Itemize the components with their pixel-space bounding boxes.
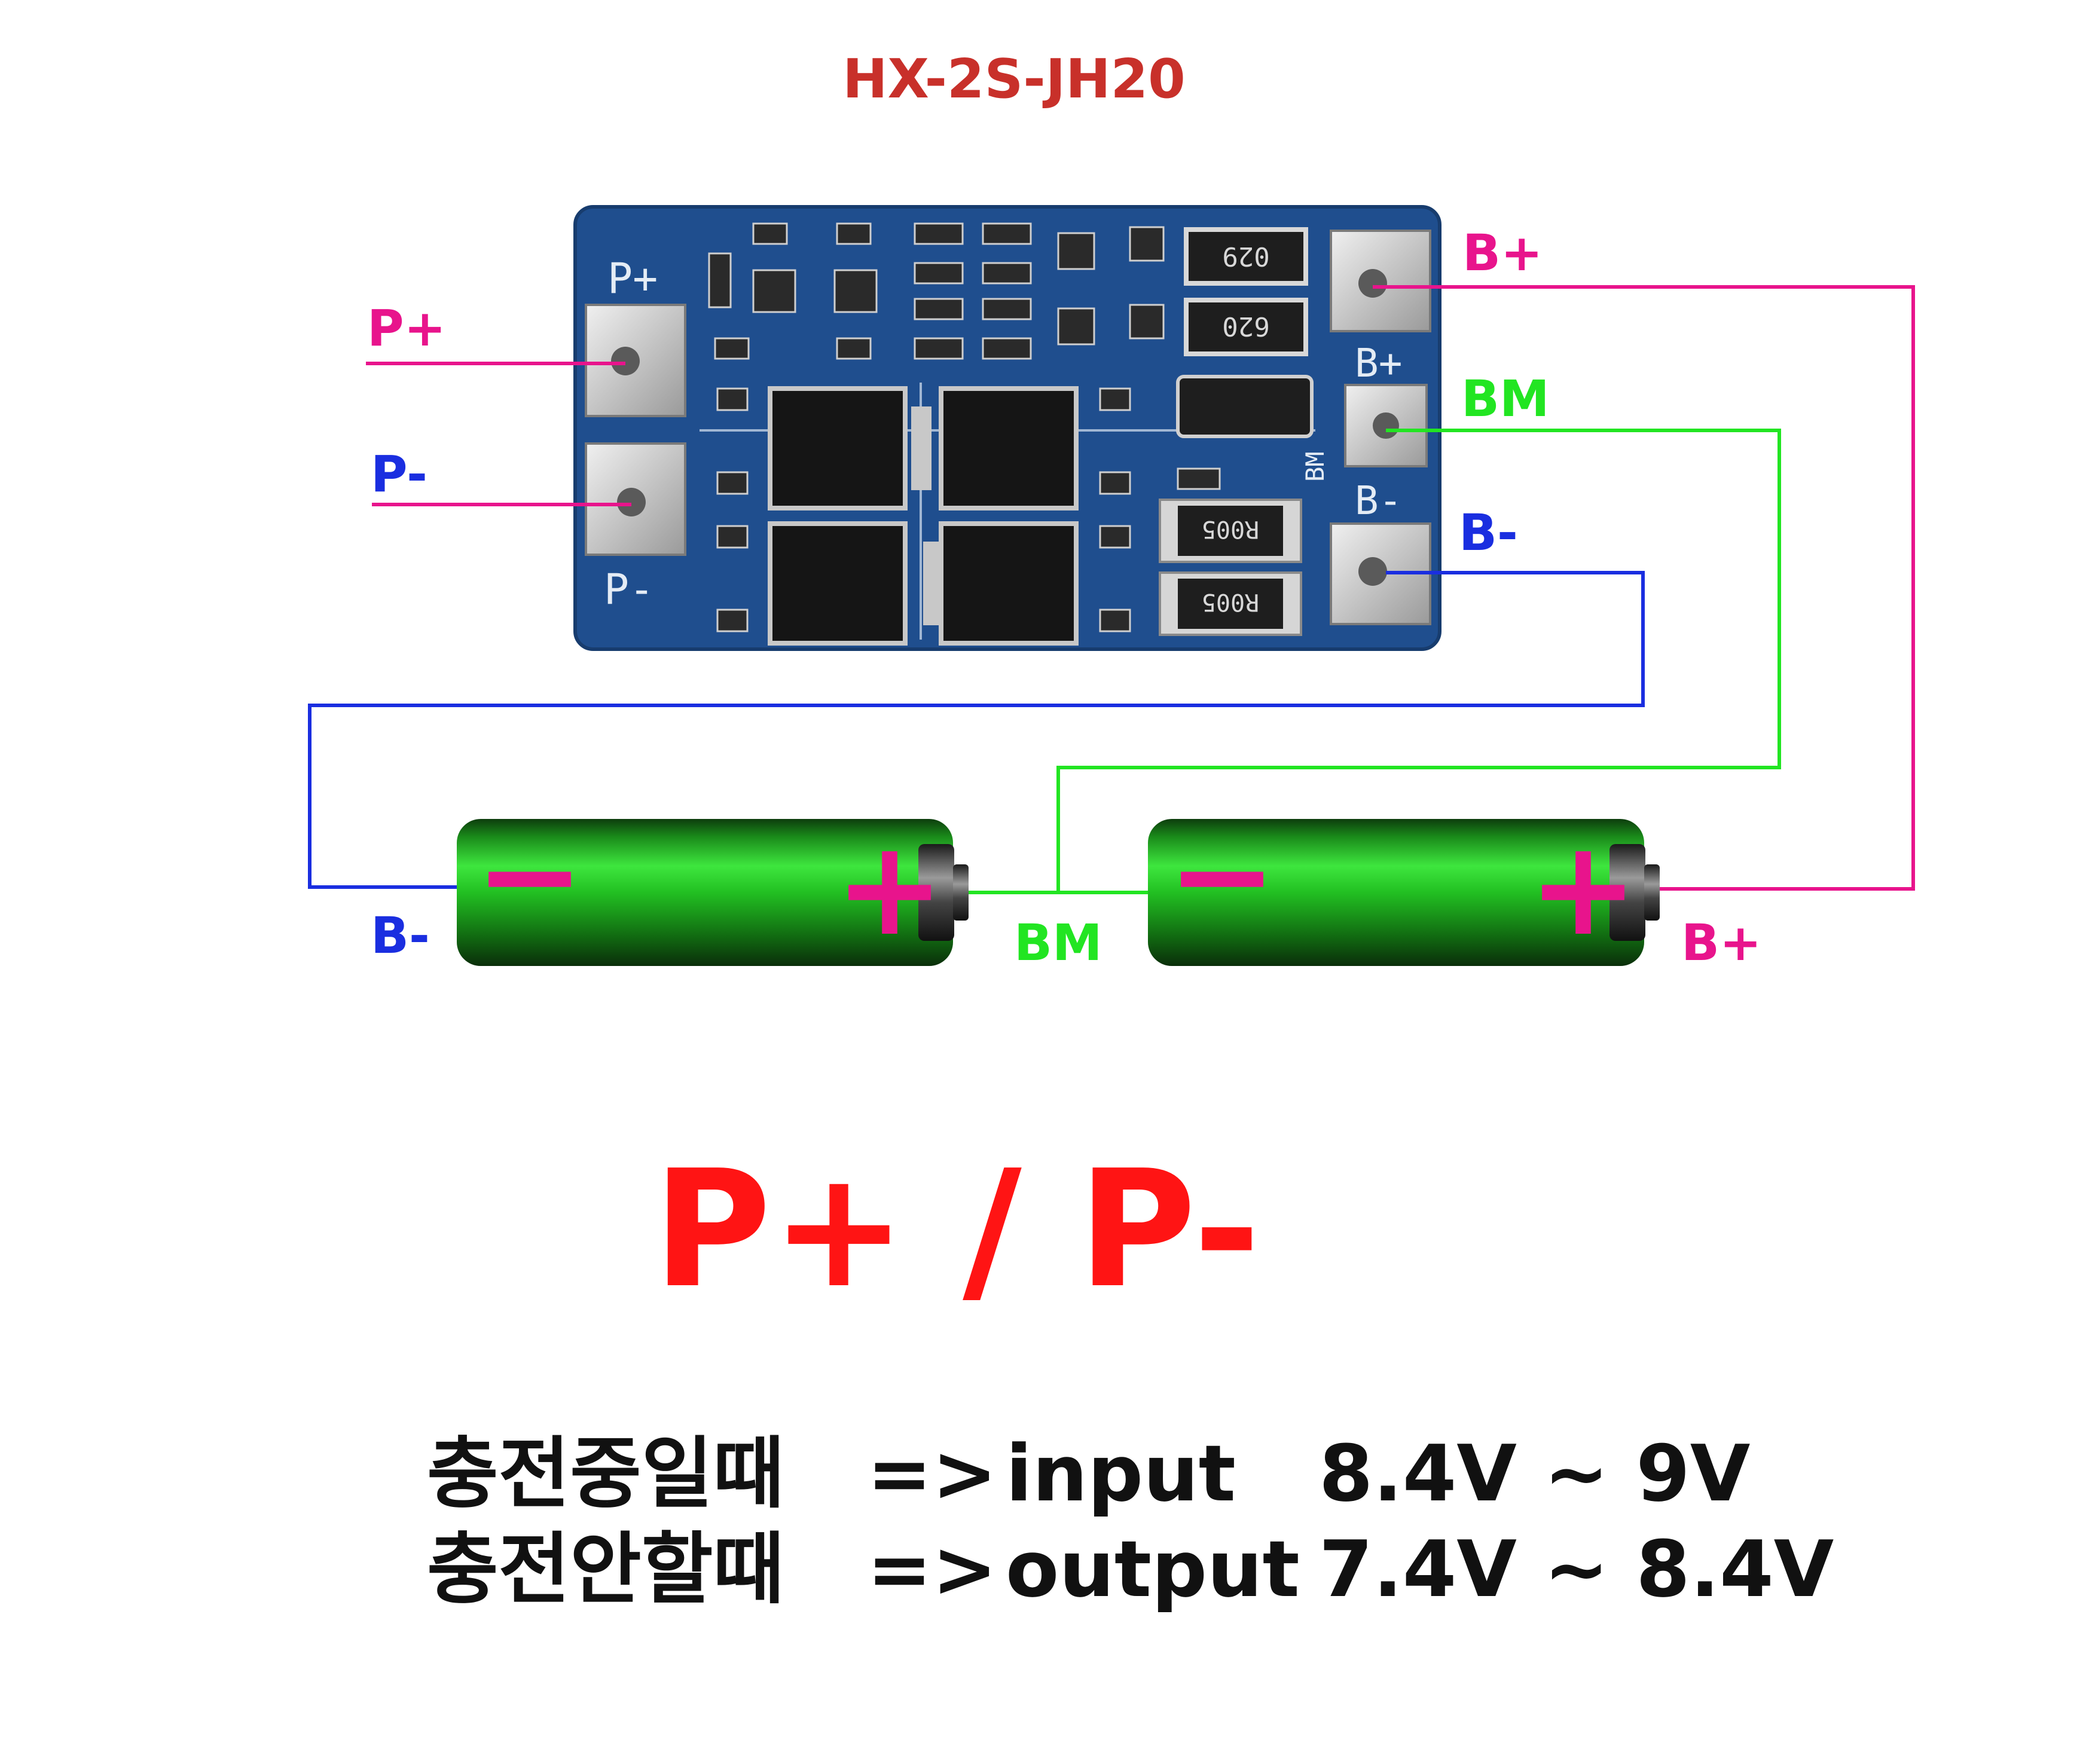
battery-cell-2: − + xyxy=(1148,799,1660,966)
sense-resistor-2-code: R005 xyxy=(1202,588,1259,616)
label-p-plus: P+ xyxy=(367,299,446,357)
silk-bm: BM xyxy=(1300,451,1330,482)
silk-p-plus: P+ xyxy=(607,254,658,303)
cell-2-plus-sign: + xyxy=(1528,812,1638,965)
spec-charging-range: 8.4V ~ 9V xyxy=(1319,1428,1750,1519)
label-b-plus-cell: B+ xyxy=(1681,913,1761,972)
diode xyxy=(1176,375,1314,438)
spec-row-not-charging: 충전안할때 => output 7.4V ~ 8.4V xyxy=(427,1524,1834,1615)
spec-not-charging-arrow: => xyxy=(867,1524,997,1615)
label-b-plus-board: B+ xyxy=(1462,224,1543,282)
diagram-title: HX-2S-JH20 xyxy=(842,48,1186,111)
wire-b-plus xyxy=(1373,285,1915,891)
label-p-minus: P- xyxy=(371,445,427,503)
resistor-top-1-code: 029 xyxy=(1222,241,1269,271)
cell-1-plus-sign: + xyxy=(835,812,945,965)
label-b-minus-cell: B- xyxy=(371,906,430,965)
wires xyxy=(308,285,1915,894)
silk-p-minus: P- xyxy=(604,565,654,614)
mosfets xyxy=(768,386,1079,646)
battery-cell-1: − + xyxy=(457,799,969,966)
spec-not-charging-range: 7.4V ~ 8.4V xyxy=(1319,1524,1834,1615)
spec-not-charging-dir: output xyxy=(1006,1524,1300,1615)
silk-b-minus: B- xyxy=(1355,478,1402,524)
resistor-top-1 xyxy=(1184,227,1308,286)
spec-row-charging: 충전중일때 => input 8.4V ~ 9V xyxy=(427,1428,1750,1519)
spec-charging-arrow: => xyxy=(867,1428,997,1519)
terminal-heading: P+ / P- xyxy=(653,1135,1260,1323)
resistor-top-2 xyxy=(1184,298,1308,356)
label-b-minus-board: B- xyxy=(1459,503,1518,562)
spec-charging-dir: input xyxy=(1006,1428,1236,1519)
silk-b-plus: B+ xyxy=(1355,340,1402,386)
label-bm-cell: BM xyxy=(1014,913,1102,972)
sense-resistor-1-code: R005 xyxy=(1202,515,1259,543)
resistor-top-2-code: 620 xyxy=(1222,311,1269,341)
cell-2-minus-sign: − xyxy=(1167,799,1277,952)
spec-not-charging-mode: 충전안할때 xyxy=(427,1524,784,1615)
cell-1-minus-sign: − xyxy=(475,799,585,952)
wire-bm xyxy=(1056,429,1781,892)
wire-b-minus xyxy=(308,571,1645,889)
spec-charging-mode: 충전중일때 xyxy=(427,1428,784,1519)
pcb-board: P+ P- B+ BM B- xyxy=(573,205,1441,651)
smd-components xyxy=(708,222,1221,632)
label-bm-board: BM xyxy=(1461,369,1550,428)
